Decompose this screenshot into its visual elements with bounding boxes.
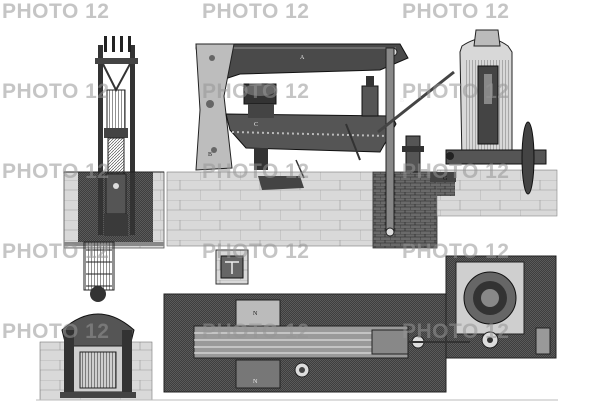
label-valve-b: B [400, 98, 404, 104]
label-lever-c: C [254, 122, 258, 128]
label-lever-b: B [208, 152, 212, 158]
label-base-g: G [443, 176, 448, 182]
vertical-hammer-elevation [63, 36, 165, 249]
label-plan-n-bottom: N [253, 379, 258, 385]
label-beam-a: A [300, 55, 305, 61]
label-plan-n-top: N [253, 311, 258, 317]
beam-engine-elevation [166, 43, 455, 249]
engine-plan-view [408, 255, 557, 359]
steam-engine-elevation [430, 29, 558, 217]
detail-inset [215, 249, 249, 285]
hammer-side-section [39, 241, 153, 401]
plan-view [163, 293, 447, 393]
